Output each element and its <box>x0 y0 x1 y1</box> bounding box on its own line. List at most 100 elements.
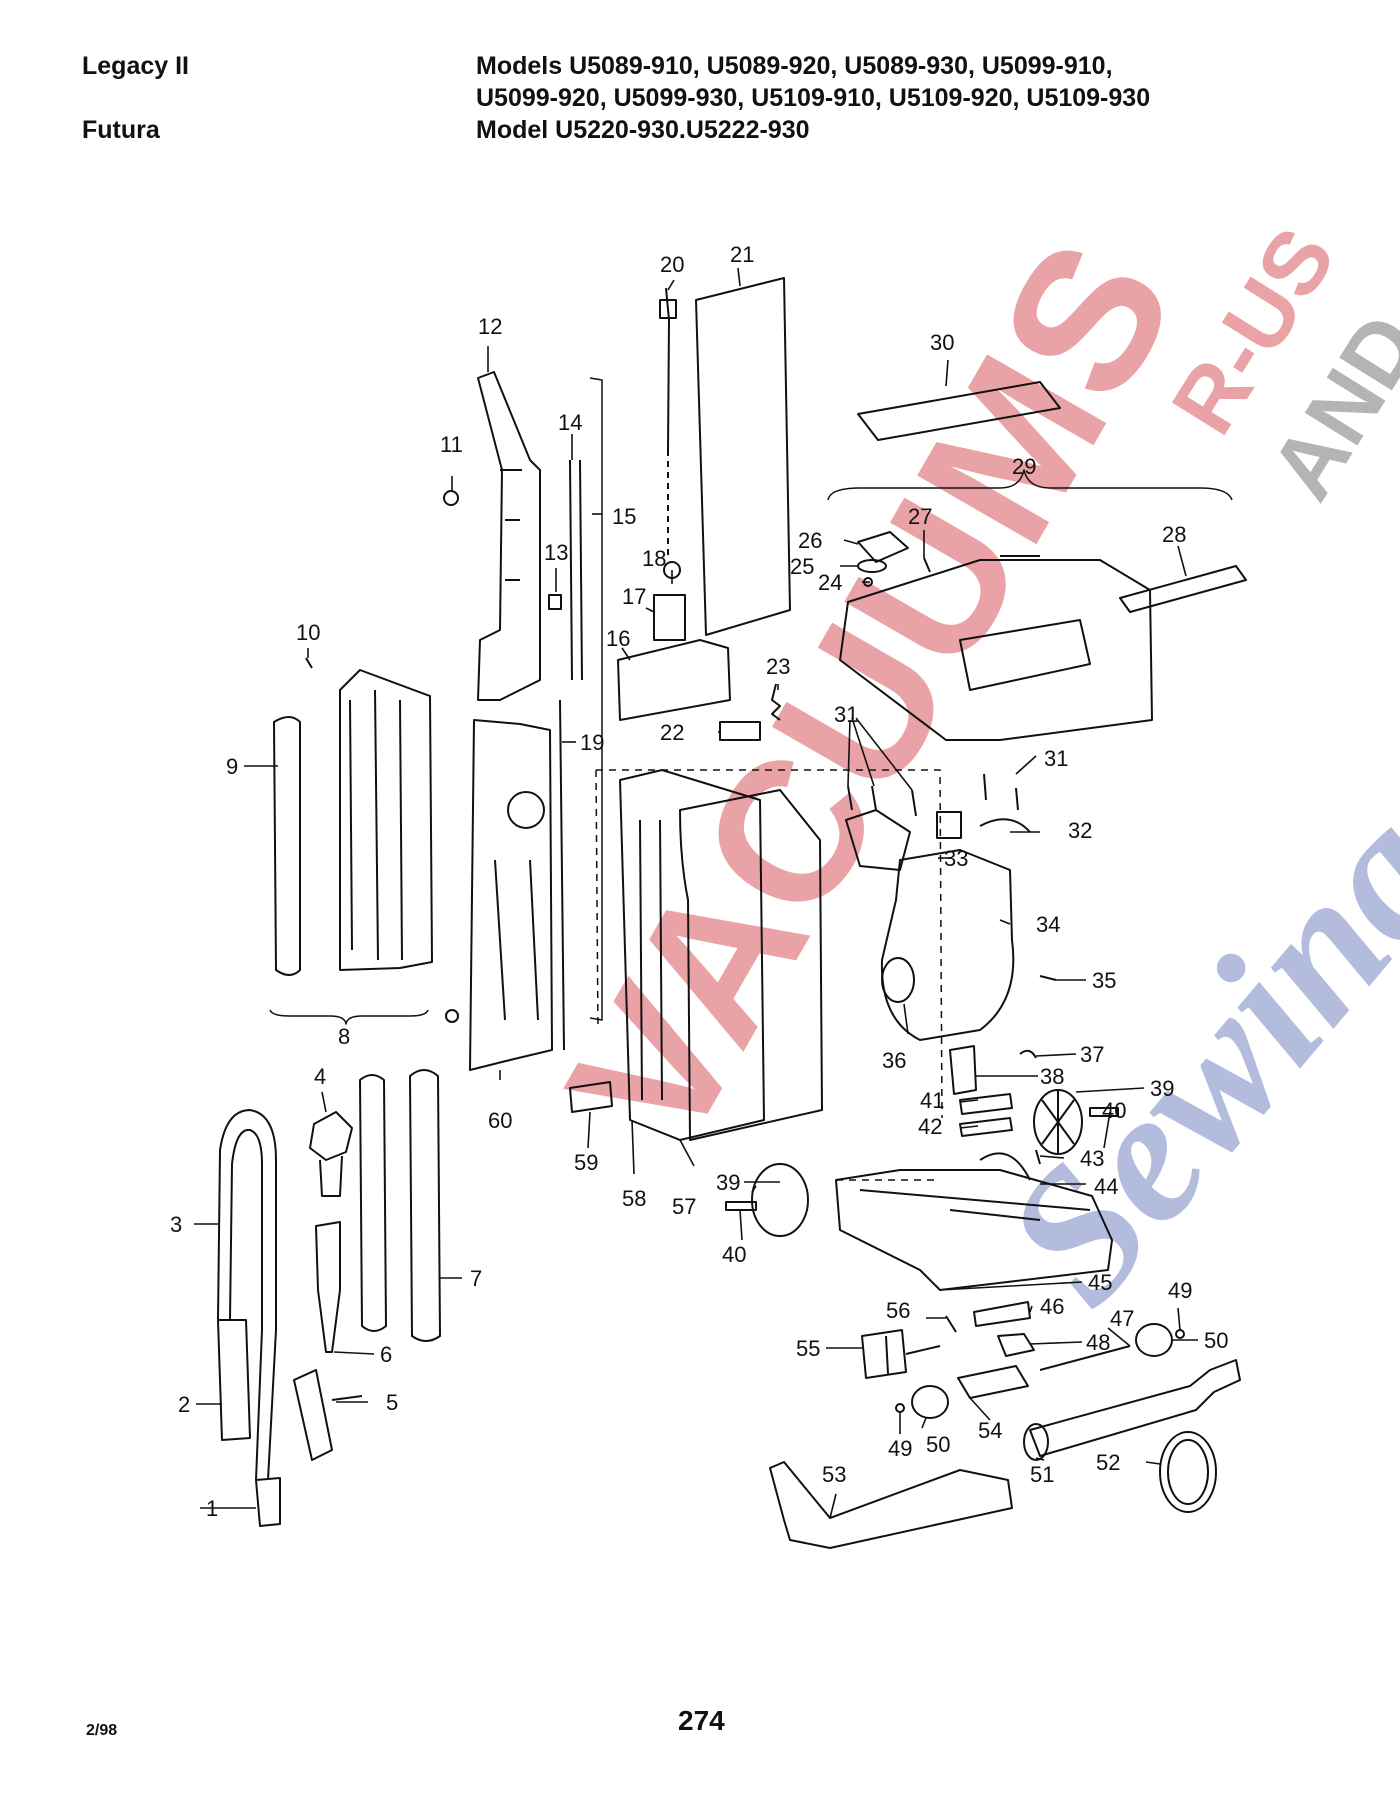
label-part-15: 15 <box>612 504 636 529</box>
label-part-53: 53 <box>822 1462 846 1487</box>
label-part-26: 26 <box>798 528 822 553</box>
label-part-2: 2 <box>178 1392 190 1417</box>
part-40-axle-right <box>1089 1107 1119 1117</box>
part-2 <box>217 1319 251 1441</box>
part-5-upholstery <box>293 1369 363 1461</box>
label-part-44: 44 <box>1094 1174 1118 1199</box>
part-20-cord <box>659 287 677 451</box>
part-labels: 1 2 3 4 5 6 7 8 9 10 11 12 13 14 15 16 1… <box>170 242 1228 1521</box>
part-12-handle <box>477 371 541 701</box>
label-part-4: 4 <box>314 1064 326 1089</box>
bracket-15 <box>589 377 603 1021</box>
part-52-belt-inner <box>1167 1439 1209 1505</box>
label-part-32: 32 <box>1068 818 1092 843</box>
part-41 <box>959 1093 1013 1115</box>
part-44-base <box>835 1169 1113 1291</box>
part-30-filter <box>857 381 1061 441</box>
part-16-cover <box>617 639 731 721</box>
label-part-33: 33 <box>944 846 968 871</box>
label-part-12: 12 <box>478 314 502 339</box>
label-part-46: 46 <box>1040 1294 1064 1319</box>
part-51-end <box>1023 1423 1049 1461</box>
part-7-wand-a <box>359 1074 387 1332</box>
label-part-38: 38 <box>1040 1064 1064 1089</box>
part-49-right <box>1175 1329 1185 1339</box>
label-part-41: 41 <box>920 1088 944 1113</box>
part-22-switch <box>719 721 761 741</box>
label-part-11: 11 <box>440 432 463 457</box>
leader-lines <box>194 267 1198 1519</box>
part-13-clip <box>548 594 562 610</box>
part-6-crevice <box>315 1221 341 1353</box>
label-part-50-right: 50 <box>1204 1328 1228 1353</box>
part-31-screws <box>847 773 1019 817</box>
part-50-cap-left <box>911 1385 949 1419</box>
label-part-52: 52 <box>1096 1450 1120 1475</box>
part-17-switch <box>653 594 686 641</box>
label-part-56: 56 <box>886 1298 910 1323</box>
label-part-57: 57 <box>672 1194 696 1219</box>
part-39-spokes <box>1041 1090 1075 1154</box>
part-9-tube <box>273 716 301 976</box>
part-58-housing <box>619 769 765 1141</box>
label-part-31-left: 31 <box>834 702 858 727</box>
label-part-1: 1 <box>206 1496 218 1521</box>
part-56 <box>945 1315 957 1333</box>
label-part-50-left: 50 <box>926 1432 950 1457</box>
label-part-3: 3 <box>170 1212 182 1237</box>
label-part-21: 21 <box>730 242 754 267</box>
label-part-54: 54 <box>978 1418 1002 1443</box>
part-39-wheel-left <box>751 1163 809 1237</box>
label-part-35: 35 <box>1092 968 1116 993</box>
label-part-34: 34 <box>1036 912 1060 937</box>
part-19-rod <box>559 699 565 1051</box>
label-part-5: 5 <box>386 1390 398 1415</box>
label-part-25: 25 <box>790 554 814 579</box>
part-37 <box>1019 1049 1037 1059</box>
bracket-29 <box>827 469 1233 501</box>
part-43 <box>1035 1149 1041 1165</box>
product-futura: Futura <box>82 116 160 144</box>
hood-top <box>839 559 1153 741</box>
part-26 <box>857 531 909 563</box>
label-part-59: 59 <box>574 1150 598 1175</box>
part-60-port <box>507 791 545 829</box>
label-part-40-left: 40 <box>722 1242 746 1267</box>
part-58-detail <box>639 819 663 1101</box>
label-part-30: 30 <box>930 330 954 355</box>
label-part-23: 23 <box>766 654 790 679</box>
revision-date: 2/98 <box>86 1722 118 1739</box>
part-60-body <box>469 719 553 1071</box>
part-40-axle-left <box>725 1201 757 1211</box>
part-47 <box>1039 1345 1131 1371</box>
label-part-19: 19 <box>580 730 604 755</box>
label-part-7: 7 <box>470 1266 482 1291</box>
product-legacy-ii: Legacy II <box>82 52 189 80</box>
part-60-screw <box>445 1009 459 1023</box>
label-part-14: 14 <box>558 410 582 435</box>
label-part-39-left: 39 <box>716 1170 740 1195</box>
label-part-37: 37 <box>1080 1042 1104 1067</box>
part-57-bag-door <box>679 789 823 1141</box>
part-21-panel <box>695 277 791 636</box>
label-part-10: 10 <box>296 620 320 645</box>
bracket-8 <box>269 1009 429 1025</box>
label-part-58: 58 <box>622 1186 646 1211</box>
label-part-13: 13 <box>544 540 568 565</box>
part-55 <box>861 1329 907 1379</box>
part-14-rod <box>569 459 583 681</box>
part-55-arm <box>905 1345 941 1355</box>
label-part-55: 55 <box>796 1336 820 1361</box>
part-8-caddy <box>339 669 433 971</box>
part-36-fan <box>881 957 915 1003</box>
hood-detail <box>959 555 1091 691</box>
part-28-grill <box>1119 565 1247 613</box>
label-part-24: 24 <box>818 570 842 595</box>
part-32-clamp <box>979 818 1031 833</box>
dashed-frame <box>595 769 943 1181</box>
part-12-handle-detail <box>500 469 522 581</box>
part-59-latch <box>569 1081 613 1113</box>
part-54 <box>957 1365 1029 1399</box>
part-10-screw <box>305 657 313 669</box>
